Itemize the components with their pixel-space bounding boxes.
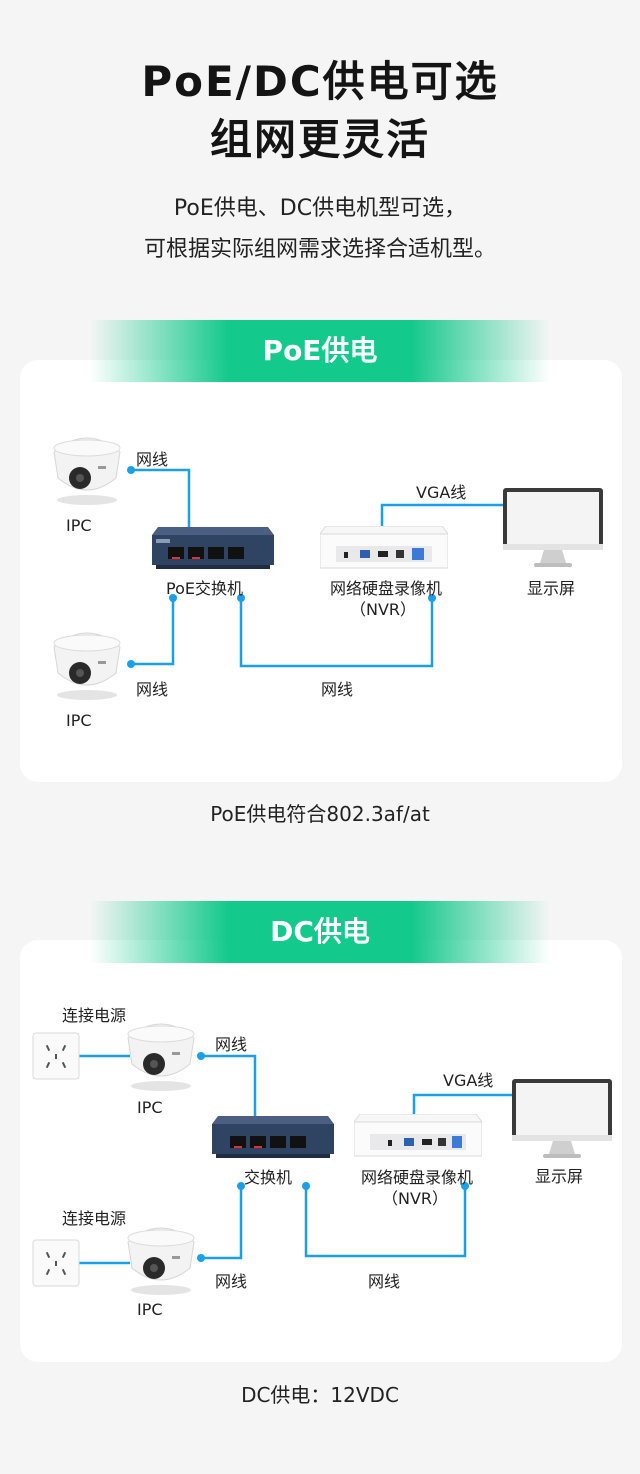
ipc-camera-icon	[127, 1227, 195, 1295]
poe-banner	[90, 320, 550, 382]
ipc-label: IPC	[137, 1300, 163, 1319]
page-title-line1: PoE/DC供电可选	[141, 57, 499, 106]
nvr-label-line2: （NVR）	[382, 1189, 449, 1208]
cable-label: 网线	[321, 680, 354, 699]
monitor-icon	[503, 488, 603, 567]
monitor-label: 显示屏	[535, 1167, 584, 1186]
power-socket-icon	[32, 1032, 80, 1080]
switch-label: 交换机	[244, 1168, 293, 1187]
power-socket-icon	[32, 1239, 80, 1287]
ipc-camera-icon	[53, 437, 121, 505]
power-label: 连接电源	[62, 1209, 127, 1228]
ipc-label: IPC	[66, 711, 92, 730]
nvr-label-line2: （NVR）	[350, 600, 417, 619]
subtitle-line1: PoE供电、DC供电机型可选，	[173, 196, 467, 221]
ipc-camera-icon	[127, 1023, 195, 1091]
power-label: 连接电源	[62, 1006, 127, 1025]
poe-switch-icon	[152, 527, 274, 569]
poe-diagram-card	[20, 360, 622, 782]
poe-standard-note: PoE供电符合802.3af/at	[210, 802, 430, 826]
nvr-label-line1: 网络硬盘录像机	[330, 579, 443, 598]
poe-banner-title: PoE供电	[262, 334, 378, 367]
subtitle-line2: 可根据实际组网需求选择合适机型。	[143, 237, 496, 262]
dc-banner	[90, 901, 550, 963]
dc-banner-title: DC供电	[270, 915, 370, 948]
cable-label: 网线	[136, 680, 169, 699]
page-title-line2: 组网更灵活	[209, 115, 430, 164]
ipc-label: IPC	[66, 516, 92, 535]
nvr-recorder-icon	[354, 1114, 482, 1157]
cable-label: 网线	[215, 1272, 248, 1291]
monitor-label: 显示屏	[527, 579, 576, 598]
switch-icon	[212, 1116, 334, 1158]
vga-cable-label: VGA线	[416, 483, 467, 502]
dc-power-note: DC供电：12VDC	[241, 1383, 399, 1407]
ipc-camera-icon	[53, 632, 121, 700]
ipc-label: IPC	[137, 1098, 163, 1117]
cable-label: 网线	[215, 1035, 248, 1054]
vga-cable-label: VGA线	[443, 1071, 494, 1090]
cable-label: 网线	[136, 450, 169, 469]
poe-switch-label: PoE交换机	[166, 579, 243, 598]
nvr-label-line1: 网络硬盘录像机	[361, 1168, 474, 1187]
monitor-icon	[512, 1079, 612, 1158]
nvr-recorder-icon	[320, 526, 448, 569]
cable-label: 网线	[368, 1272, 401, 1291]
